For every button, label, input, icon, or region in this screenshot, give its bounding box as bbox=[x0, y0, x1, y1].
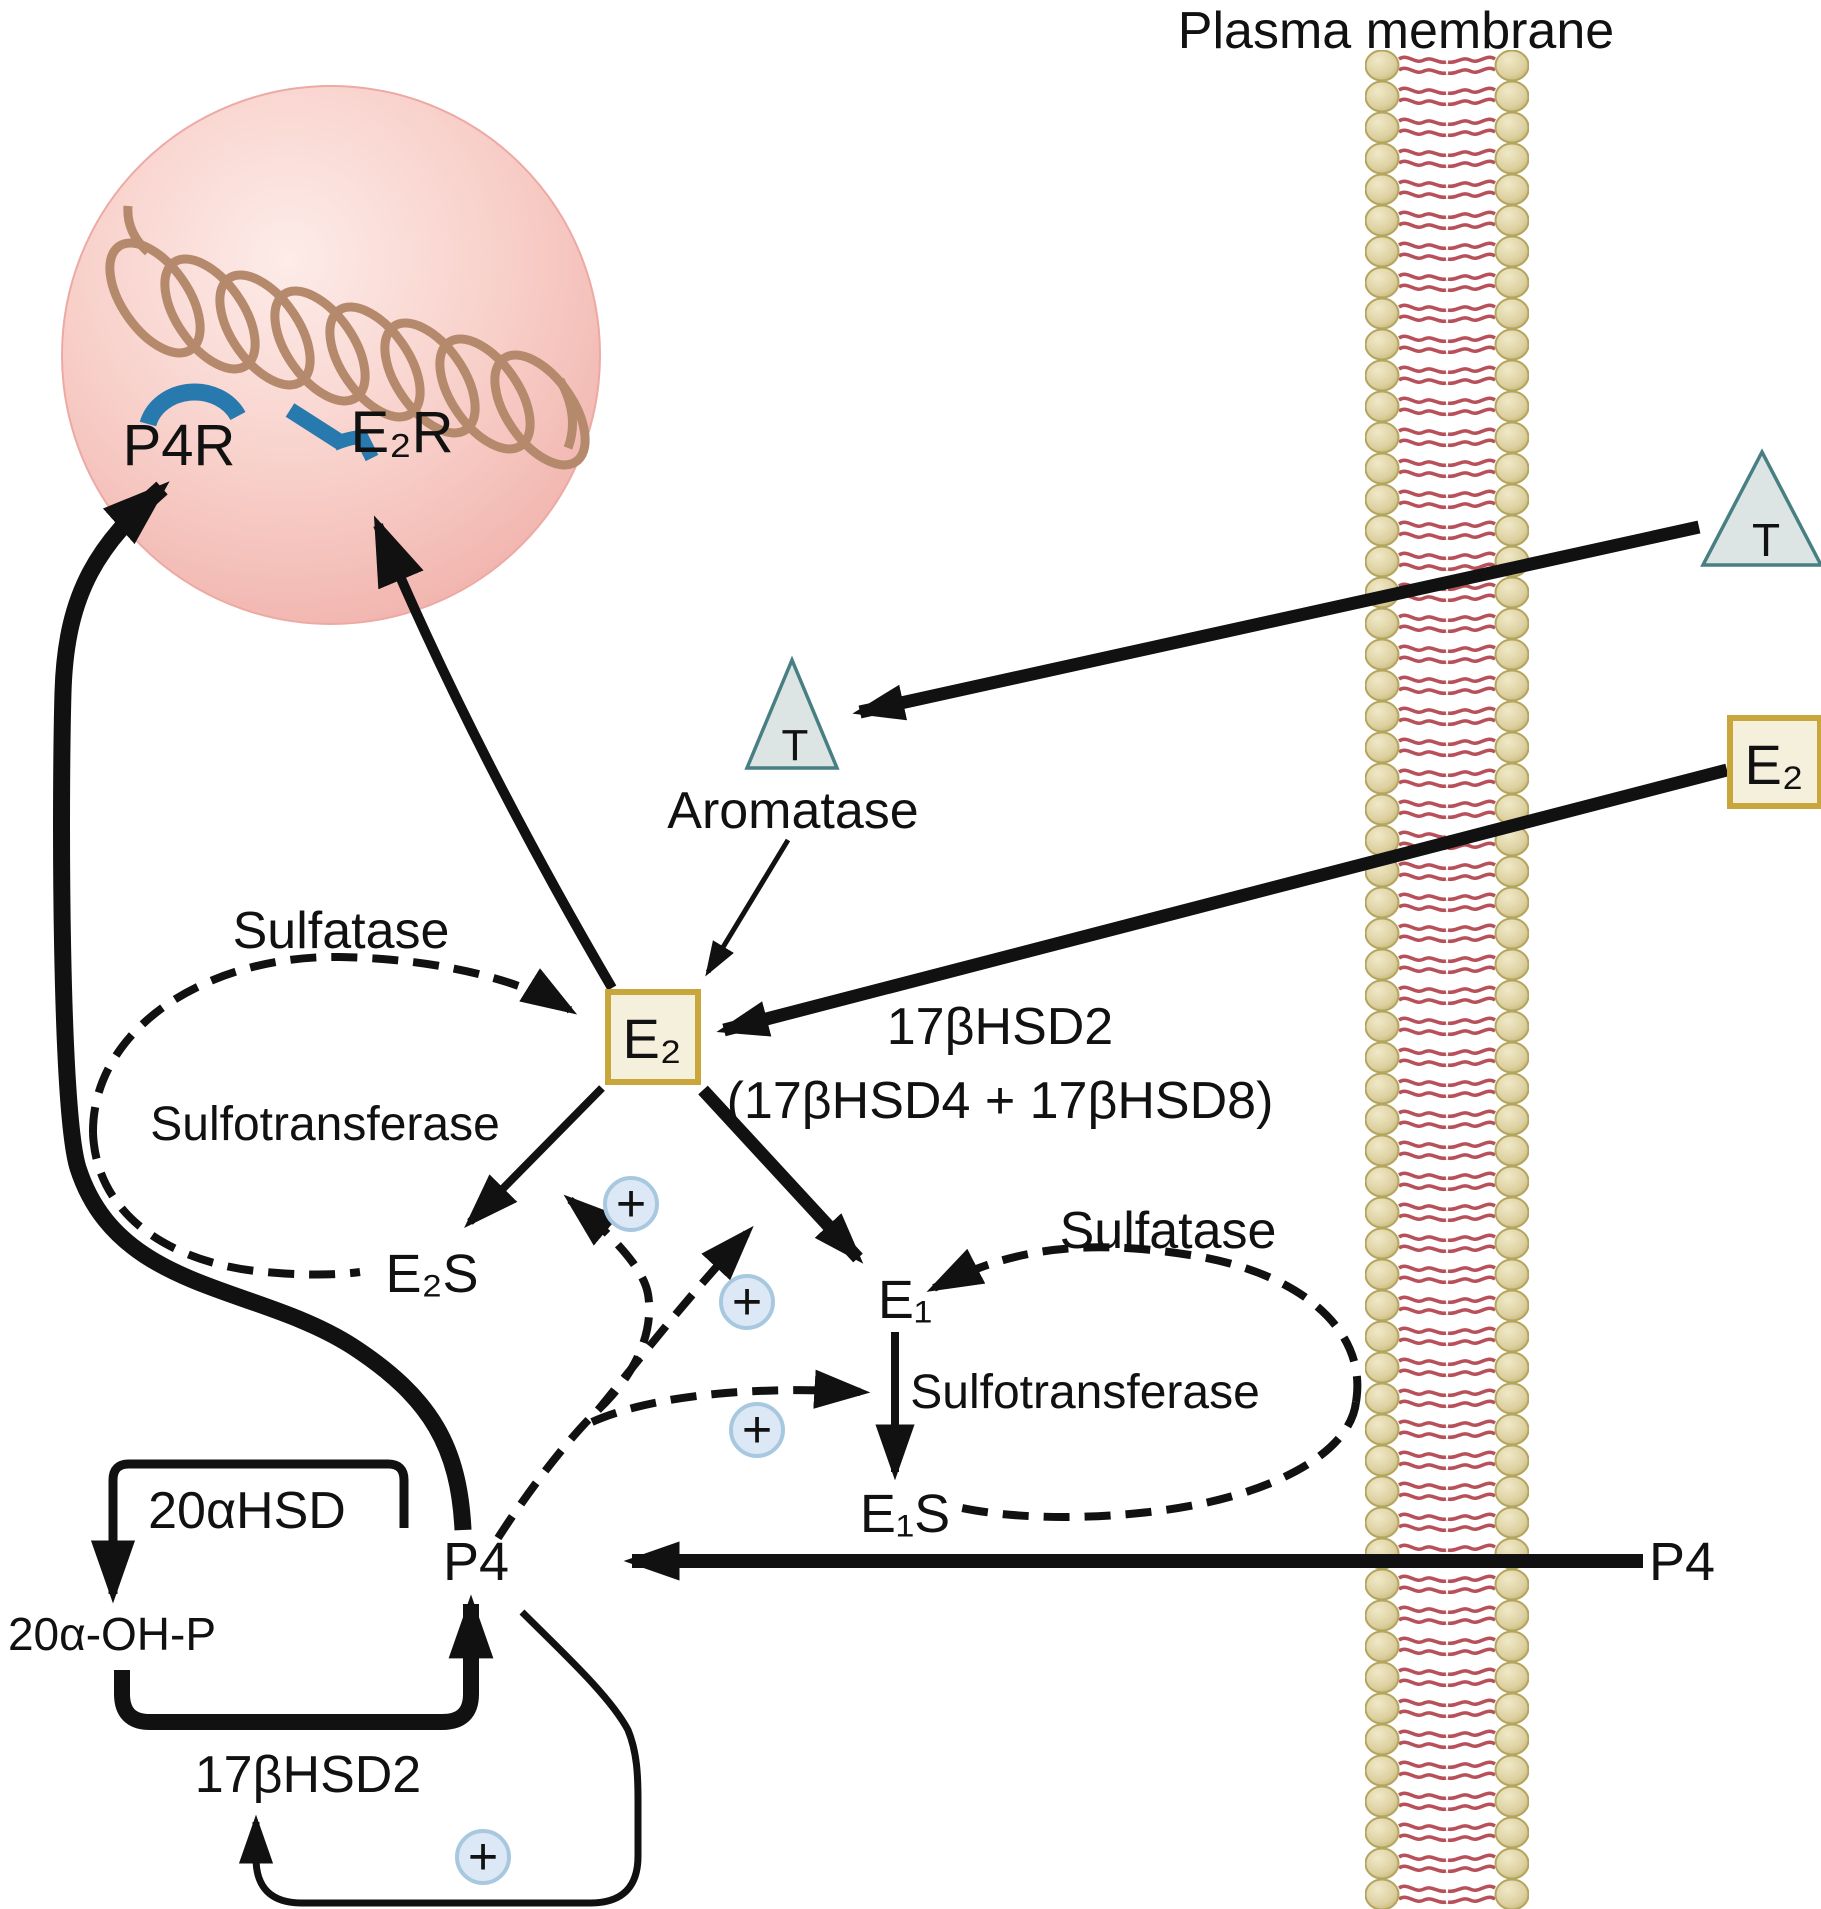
e2r-label: E₂R bbox=[350, 400, 453, 465]
lipid-bilayer bbox=[1365, 50, 1529, 1909]
plus-badge-4: + bbox=[455, 1828, 511, 1886]
arrow-20ahsd-p4-to-ohp bbox=[90, 1459, 409, 1604]
plus-circle-icon bbox=[729, 1402, 785, 1458]
sulfotransferase-label-right: Sulfotransferase bbox=[910, 1366, 1260, 1419]
sulfatase-arrow-e2s-to-e2 bbox=[88, 952, 578, 1134]
plus-stimulation-icon: + bbox=[732, 1273, 762, 1331]
hsd20a-label: 20αHSD bbox=[148, 1482, 346, 1540]
p4r-label: P4R bbox=[123, 413, 236, 478]
plasma-membrane-title: Plasma membrane bbox=[1178, 2, 1614, 60]
plus-badge-3: + bbox=[729, 1401, 785, 1459]
plus-circle-icon bbox=[455, 1829, 511, 1885]
e2-receptor-site-icon bbox=[285, 403, 379, 462]
e2-label-outer: E₂ bbox=[1744, 733, 1803, 796]
arrow-p4-to-p4r bbox=[53, 481, 472, 1531]
sulfotransferase-path-e1-to-e1s bbox=[961, 1401, 1360, 1521]
plus-stimulation-icon: + bbox=[616, 1175, 646, 1233]
arrow-e2-to-e2s bbox=[464, 1085, 605, 1228]
arrow-e2-import bbox=[716, 763, 1729, 1037]
hsd17b2-paren-label: (17βHSD4 + 17βHSD8) bbox=[727, 1072, 1274, 1130]
plus-badge-1: + bbox=[603, 1175, 659, 1233]
e1-sulfation-cycle: Sulfatase Sulfotransferase bbox=[910, 1202, 1362, 1521]
arrow-aromatase-to-e2 bbox=[705, 838, 791, 977]
t-label-outer: T bbox=[1752, 514, 1780, 566]
arrow-p4-feedback-to-hsd17b2 bbox=[238, 1609, 642, 1907]
t-triangle-inner bbox=[744, 655, 840, 770]
nucleus: P4R E₂R bbox=[61, 85, 601, 625]
e2-box-inner: E₂ bbox=[605, 989, 701, 1085]
arrow-hsd17b2-ohp-to-p4 bbox=[114, 1594, 494, 1730]
plus-badge-2: + bbox=[719, 1273, 775, 1331]
stimulation-trunk-from-p4 bbox=[494, 1407, 601, 1541]
stimulation-arrow-to-sulfotransferase bbox=[590, 1369, 871, 1426]
dna-helix-icon bbox=[105, 205, 590, 470]
arrow-e2-to-e2r bbox=[373, 515, 617, 991]
plus-stimulation-icon: + bbox=[468, 1828, 498, 1886]
sulfatase-arrow-e1s-to-e1 bbox=[926, 1243, 1362, 1403]
p4-label-inner: P4 bbox=[443, 1532, 509, 1592]
t-triangle-outer bbox=[1700, 448, 1821, 567]
e2-sulfation-cycle: Sulfatase Sulfotransferase bbox=[88, 902, 578, 1279]
sulfatase-label-right: Sulfatase bbox=[1060, 1202, 1277, 1260]
stimulation-arrow-to-hsd17b2 bbox=[594, 1225, 754, 1413]
sulfotransferase-label-left: Sulfotransferase bbox=[150, 1098, 500, 1151]
e2-box-inner-rect bbox=[605, 989, 701, 1085]
t-label-inner: T bbox=[782, 721, 809, 770]
plasma-membrane: Plasma membrane bbox=[1178, 2, 1614, 1909]
t-inner: T bbox=[744, 655, 840, 770]
hsd17b2-label: 17βHSD2 bbox=[887, 998, 1113, 1056]
hsd17b2-bottom-label: 17βHSD2 bbox=[195, 1746, 421, 1804]
arrow-e2-to-e1 bbox=[698, 1085, 864, 1264]
plus-stimulation-icon: + bbox=[742, 1401, 772, 1459]
p4-label-outer: P4 bbox=[1649, 1532, 1715, 1592]
e2s-label: E₂S bbox=[386, 1244, 479, 1304]
e2-label-inner: E₂ bbox=[622, 1007, 681, 1070]
p4-receptor-site-icon bbox=[139, 383, 246, 427]
arrow-t-import bbox=[852, 520, 1701, 721]
t-outer: T bbox=[1700, 448, 1821, 567]
sulfotransferase-path-e2-to-e2s bbox=[89, 1132, 361, 1279]
plus-circle-icon bbox=[719, 1274, 775, 1330]
ohp-label: 20α-OH-P bbox=[8, 1608, 216, 1660]
e1-label: E₁ bbox=[878, 1270, 932, 1330]
e2-box-outer: E₂ bbox=[1727, 715, 1821, 809]
p4-stimulation-arrows bbox=[494, 1194, 871, 1541]
aromatase-label: Aromatase bbox=[667, 782, 918, 840]
e1s-label: E₁S bbox=[860, 1484, 950, 1544]
e2-box-outer-rect bbox=[1727, 715, 1821, 809]
sulfatase-label-left: Sulfatase bbox=[233, 902, 450, 960]
plus-circle-icon bbox=[603, 1176, 659, 1232]
